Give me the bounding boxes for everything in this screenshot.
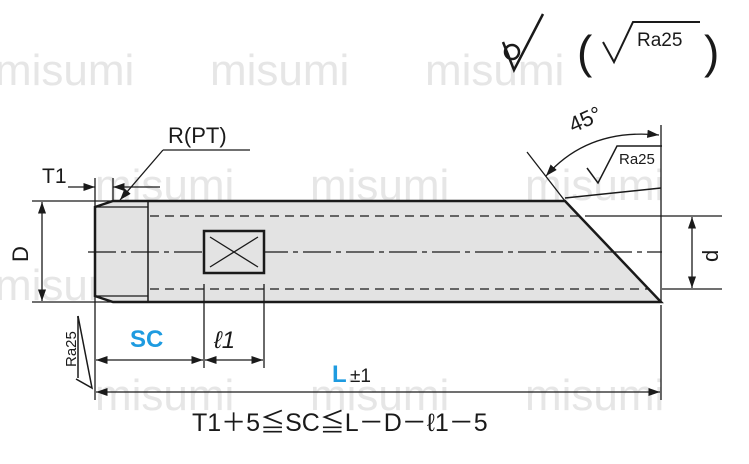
sc-label: SC: [130, 326, 163, 353]
length-tolerance: ±1: [350, 366, 371, 387]
d-small-dimension: [590, 215, 722, 290]
d-small-label: d: [698, 250, 723, 262]
t1-label: T1: [42, 165, 67, 188]
paren-open: (: [577, 26, 593, 78]
watermark-text: misumi: [95, 371, 234, 420]
constraint-formula: T1＋5≦SC≦L－D－ℓ1－5: [192, 409, 488, 437]
part-body: [88, 199, 664, 304]
roughness-symbol-main: [602, 21, 700, 65]
machining-symbol-basic: [501, 13, 545, 74]
roughness-main-value: Ra25: [637, 30, 682, 51]
angle-dimension: [526, 125, 662, 302]
paren-close: ): [704, 26, 719, 78]
roughness-symbol-chamfer: [564, 145, 662, 199]
t1-dimension: [68, 178, 160, 207]
watermark-text: misumi: [425, 46, 564, 95]
length-label: L: [332, 361, 347, 388]
roughness-symbol-end: [75, 315, 94, 390]
watermark-text: misumi: [310, 371, 449, 420]
thread-leader: [119, 149, 164, 201]
extension-lines: [94, 284, 662, 400]
roughness-chamfer-value: Ra25: [619, 151, 655, 168]
watermark-text: misumi: [210, 46, 349, 95]
thread-label: R(PT): [168, 123, 227, 148]
angle-label: 45°: [565, 101, 606, 137]
watermark-text: misumi: [525, 371, 664, 420]
l1-label: ℓ1: [213, 327, 235, 354]
d-big-label: D: [8, 246, 33, 262]
watermark-text: misumi: [0, 46, 134, 95]
roughness-end-value: Ra25: [63, 331, 80, 367]
d-big-dimension: [32, 200, 113, 303]
